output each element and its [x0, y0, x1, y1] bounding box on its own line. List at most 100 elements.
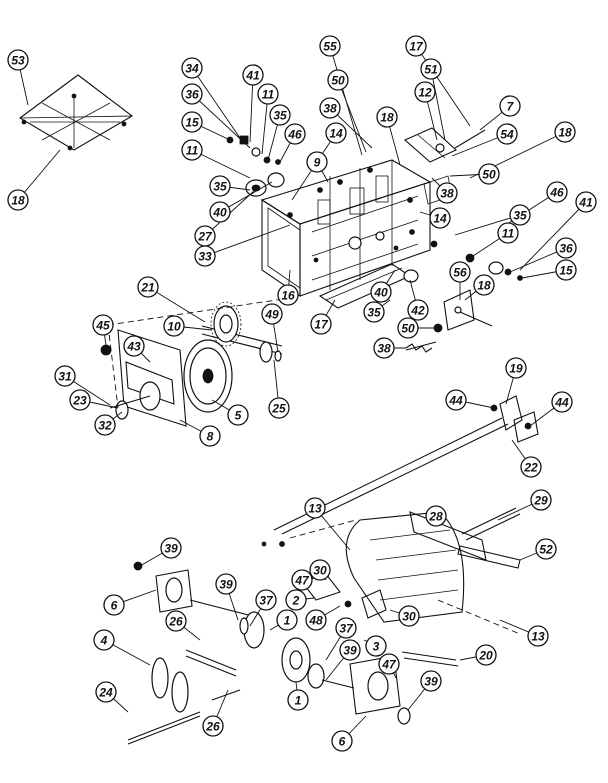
callout-number: 54 [500, 128, 514, 142]
callout-13-auger: 13 [304, 497, 326, 519]
callout-circle [209, 175, 231, 197]
callout-circle [445, 389, 467, 411]
callout-circle [407, 299, 429, 321]
callout-circle [95, 681, 117, 703]
callout-18-screw: 18 [7, 189, 29, 211]
callout-circle [319, 97, 341, 119]
callout-8-support: 8 [199, 425, 221, 447]
callout-number: 18 [477, 279, 491, 293]
callout-number: 4 [100, 634, 108, 648]
callout-40-gear: 40 [370, 281, 392, 303]
callout-circle [554, 121, 576, 143]
callout-circle [306, 151, 328, 173]
callout-number: 35 [213, 180, 227, 194]
callout-46-collar: 46 [284, 123, 306, 145]
callout-6-flange: 6 [103, 594, 125, 616]
leader-line-18 [17, 149, 61, 201]
callout-circle [499, 95, 521, 117]
callout-12-bracket: 12 [414, 81, 436, 103]
callout-circle [54, 365, 76, 387]
callout-number: 56 [453, 266, 467, 280]
callout-number: 11 [502, 227, 515, 241]
hardware-stack-left [226, 135, 285, 197]
callout-circle [436, 182, 458, 204]
callout-number: 30 [313, 564, 327, 578]
leader-line-50 [337, 79, 367, 153]
callout-circle [420, 58, 442, 80]
callout-54-plate: 54 [496, 123, 518, 145]
callout-circle [535, 538, 557, 560]
callout-number: 53 [11, 54, 25, 68]
callout-number: 15 [185, 116, 199, 130]
callout-circle [331, 730, 353, 752]
callout-circle [319, 35, 341, 57]
callout-circle [103, 594, 125, 616]
callout-circle [425, 505, 447, 527]
callout-number: 10 [167, 320, 181, 334]
callout-circle [92, 314, 114, 336]
callout-number: 46 [549, 186, 564, 200]
callout-number: 39 [164, 542, 178, 556]
callout-number: 43 [126, 340, 141, 354]
callout-circle [163, 315, 185, 337]
callout-4-hub: 4 [93, 629, 115, 651]
callout-circle [255, 589, 277, 611]
callout-number: 20 [478, 649, 493, 663]
callout-circle [496, 123, 518, 145]
callout-35-bearing: 35 [209, 175, 231, 197]
callout-number: 44 [448, 394, 463, 408]
callout-53-cover-shroud: 53 [7, 49, 29, 71]
callout-number: 35 [367, 306, 381, 320]
callout-circle [7, 189, 29, 211]
callout-number: 17 [409, 40, 424, 54]
callout-circle [285, 589, 307, 611]
callout-35-bearing: 35 [269, 104, 291, 126]
callout-number: 32 [98, 419, 112, 433]
callout-number: 50 [331, 74, 345, 88]
callout-55-pin: 55 [319, 35, 341, 57]
callout-circle [414, 81, 436, 103]
callout-11-washer: 11 [181, 139, 203, 161]
callout-circle [530, 489, 552, 511]
callout-circle [123, 335, 145, 357]
callout-number: 50 [482, 168, 496, 182]
callout-circle [261, 303, 283, 325]
callout-circle [325, 122, 347, 144]
callout-circle [509, 204, 531, 226]
callout-circle [199, 425, 221, 447]
callout-1-sprocket: 1 [287, 689, 309, 711]
leader-line-33 [204, 224, 291, 257]
callout-14-bushing: 14 [325, 122, 347, 144]
leader-line-51 [430, 68, 446, 141]
callout-circle [137, 276, 159, 298]
callout-number: 6 [339, 735, 346, 749]
callout-number: 24 [98, 686, 113, 700]
callout-circle [69, 389, 91, 411]
callout-circle [215, 573, 237, 595]
callout-circle [165, 610, 187, 632]
callout-number: 52 [539, 543, 553, 557]
callout-circle [310, 313, 332, 335]
callout-circle [181, 57, 203, 79]
callout-circle [575, 191, 597, 213]
callout-17-rod: 17 [405, 35, 427, 57]
callout-39-bearing: 39 [420, 670, 442, 692]
callout-34-bearing-retainer: 34 [181, 57, 203, 79]
callout-number: 30 [402, 610, 416, 624]
callout-14-bushing: 14 [429, 207, 451, 229]
callout-number: 38 [377, 342, 391, 356]
callout-number: 50 [401, 322, 415, 336]
callout-number: 21 [140, 281, 155, 295]
callout-number: 11 [186, 144, 199, 158]
callout-33-housing: 33 [194, 245, 216, 267]
callout-47-bolt: 47 [378, 653, 400, 675]
callout-15-bolt: 15 [181, 111, 203, 133]
callout-circle [277, 284, 299, 306]
callout-circle [370, 281, 392, 303]
callout-27-hub: 27 [194, 225, 216, 247]
callout-circle [429, 207, 451, 229]
callout-circle [555, 259, 577, 281]
callout-23-washer: 23 [69, 389, 91, 411]
callout-40-gear: 40 [209, 201, 231, 223]
